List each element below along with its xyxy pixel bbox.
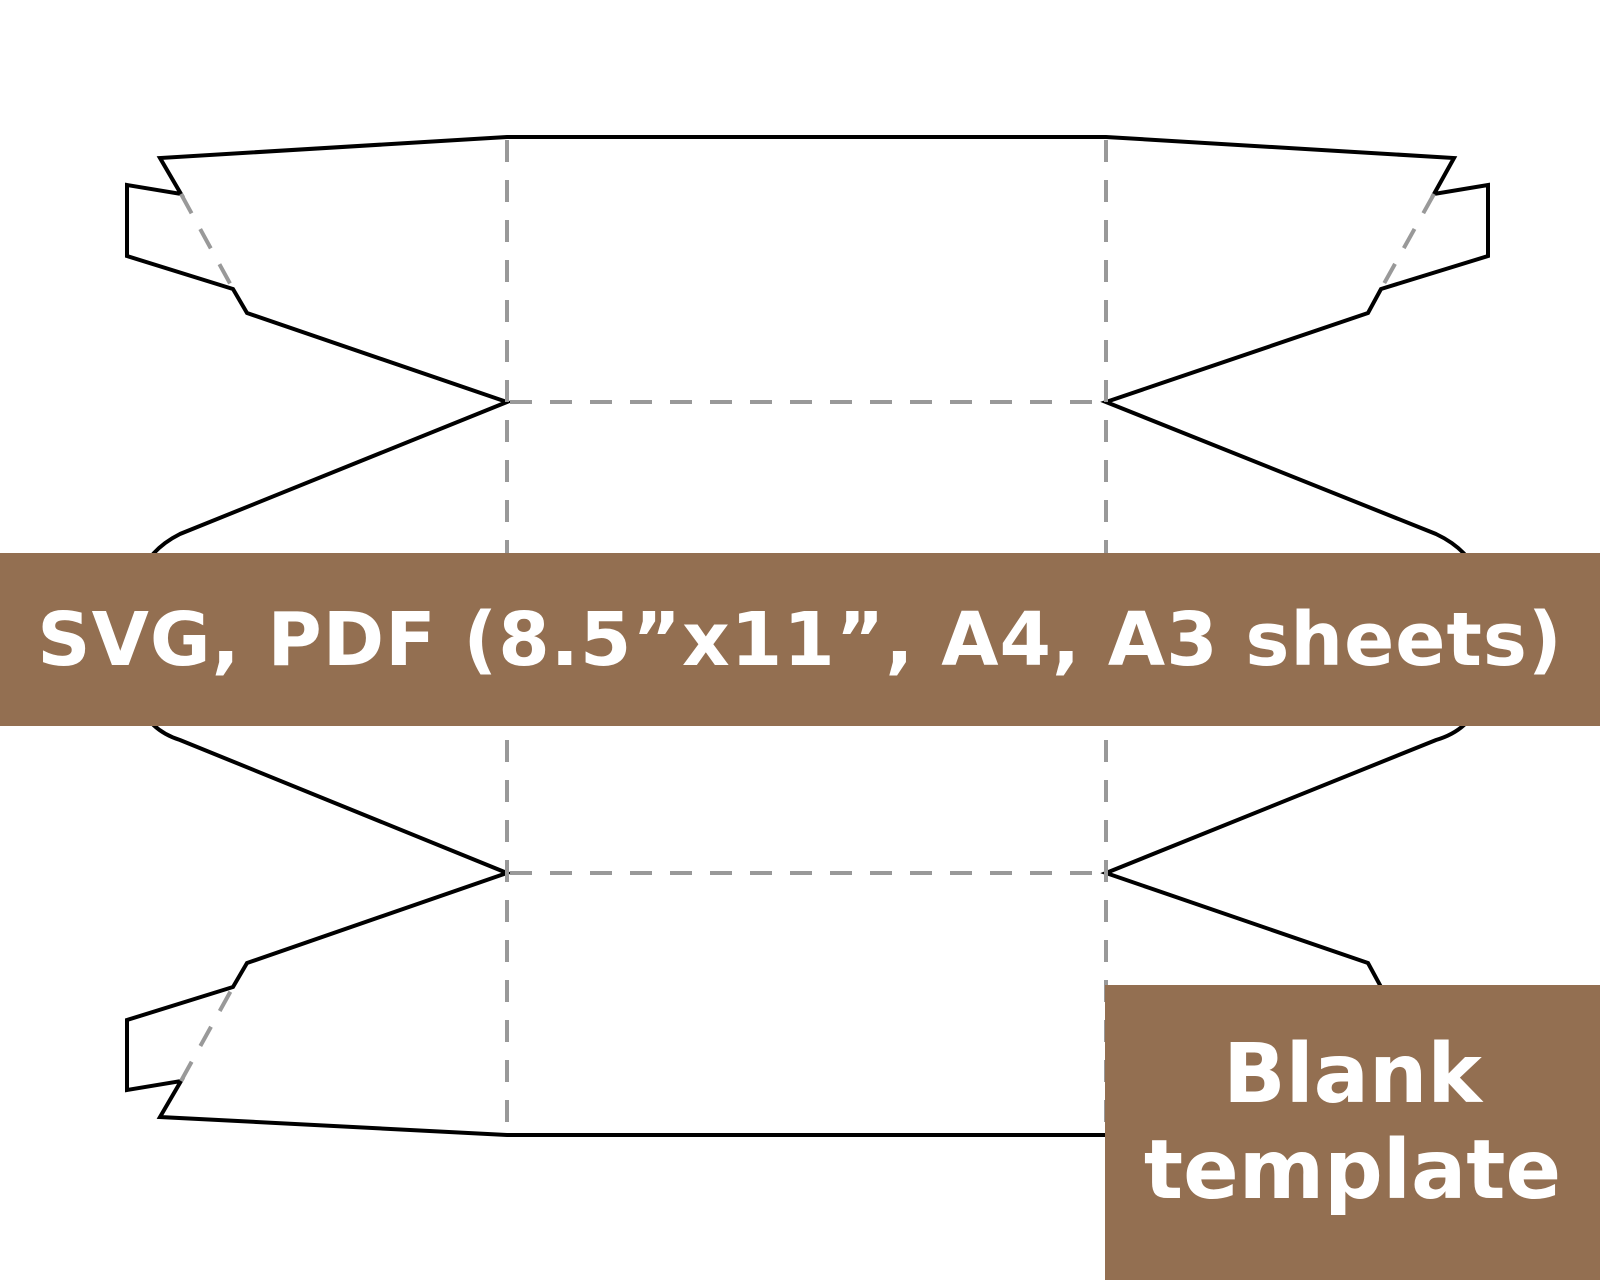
blank-template-label: Blank template [1105,985,1600,1280]
format-banner: SVG, PDF (8.5”x11”, A4, A3 sheets) [0,553,1600,726]
fold-line-flap-top-left [179,193,235,290]
label-line-2: template [1143,1122,1562,1218]
label-line-1: Blank [1223,1026,1482,1122]
format-banner-text: SVG, PDF (8.5”x11”, A4, A3 sheets) [37,596,1563,683]
fold-line-flap-top-right [1379,193,1436,290]
fold-line-flap-bottom-left [179,986,235,1082]
